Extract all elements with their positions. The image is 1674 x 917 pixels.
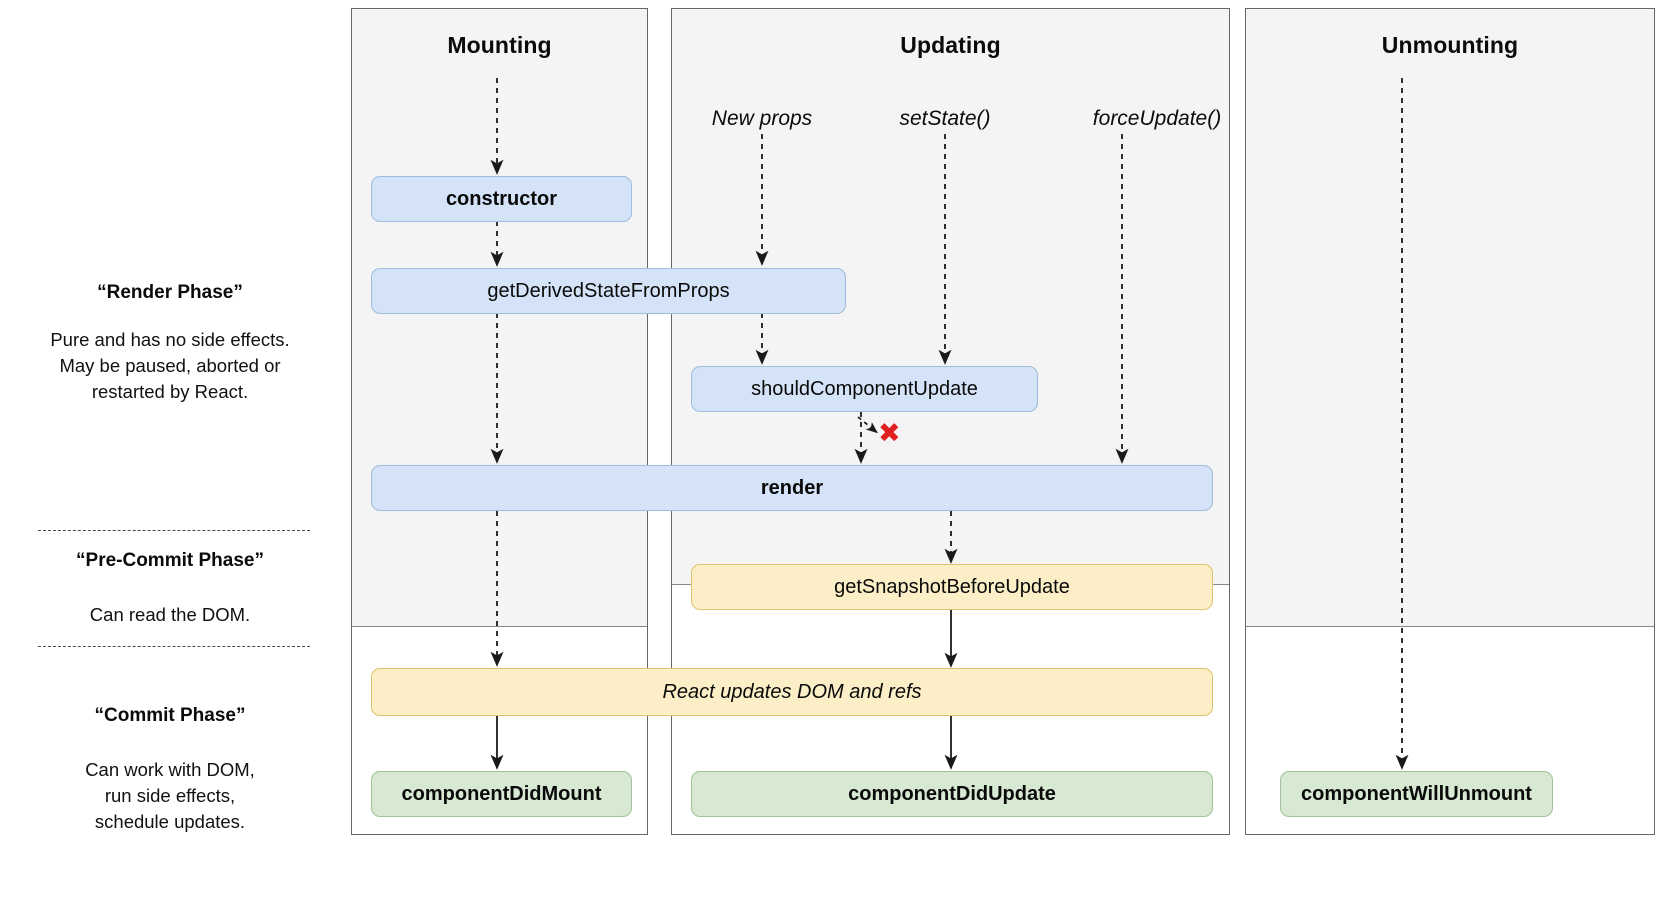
phase-description-render: Pure and has no side effects.May be paus… [50,329,290,402]
column-title-unmounting: Unmounting [1381,32,1519,58]
node-react-updates-dom-and-refs[interactable]: React updates DOM and refs [371,668,1213,716]
node-component-will-unmount[interactable]: componentWillUnmount [1280,771,1553,817]
node-component-did-update[interactable]: componentDidUpdate [691,771,1213,817]
phase-description-pre-commit: Can read the DOM. [89,604,251,625]
trigger-label-set-state: setState() [899,107,991,130]
node-get-snapshot-before-update[interactable]: getSnapshotBeforeUpdate [691,564,1213,610]
trigger-label-new-props: New props [711,107,813,130]
node-component-did-mount[interactable]: componentDidMount [371,771,632,817]
column-title-mounting: Mounting [447,32,552,58]
phase-divider-bottom [38,646,310,647]
node-get-derived-state-from-props[interactable]: getDerivedStateFromProps [371,268,846,314]
column-mounting-shade [352,9,647,627]
column-unmounting: Unmounting [1245,8,1655,835]
phase-divider-top [38,530,310,531]
trigger-label-force-update: forceUpdate() [1092,107,1222,130]
node-should-component-update[interactable]: shouldComponentUpdate [691,366,1038,412]
node-constructor[interactable]: constructor [371,176,632,222]
column-unmounting-shade [1246,9,1654,627]
node-render[interactable]: render [371,465,1213,511]
phase-heading-commit: “Commit Phase” [94,705,246,726]
phase-heading-pre-commit: “Pre-Commit Phase” [76,550,264,571]
phase-heading-render: “Render Phase” [97,282,243,303]
phase-description-commit: Can work with DOM,run side effects,sched… [85,759,255,832]
skip-render-x-icon: ✖ [878,418,901,449]
column-title-updating: Updating [900,32,1001,58]
